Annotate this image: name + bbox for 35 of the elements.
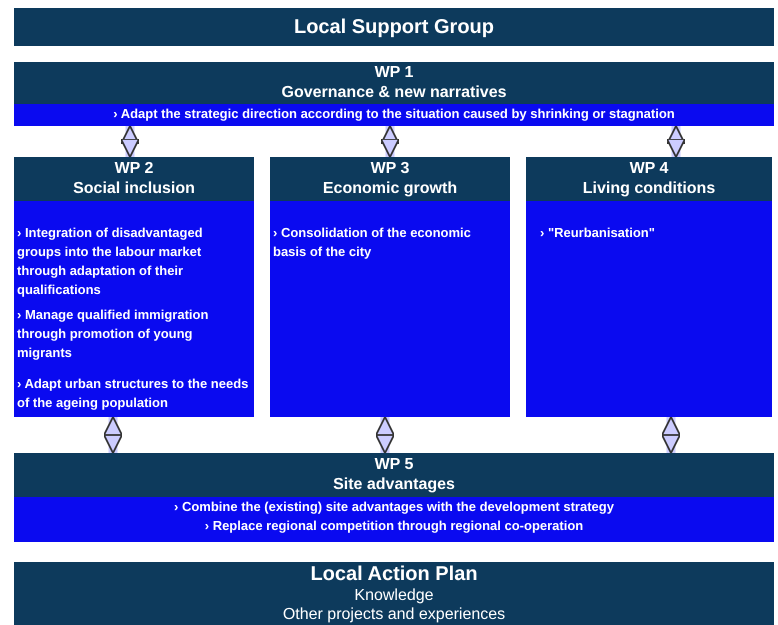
package-number: WP 5 <box>374 455 414 475</box>
work-package-band <box>14 453 774 542</box>
double-arrow <box>120 125 140 158</box>
package-number: WP 2 <box>114 159 154 179</box>
package-number: WP 1 <box>374 63 414 83</box>
box-text: Other projects and experiences <box>282 605 506 624</box>
double-arrow <box>666 125 686 158</box>
bullet-text: › Adapt the strategic direction according to the situation caused by shrinking or stagnation <box>112 105 676 123</box>
banner-box <box>14 8 774 46</box>
package-number: WP 4 <box>630 159 668 179</box>
box-text: Knowledge <box>354 586 434 605</box>
bullet-text: › Manage qualified immigration through promotion of young migrants <box>17 306 210 362</box>
bullet-text: › Replace regional competition through regional co-operation <box>204 517 584 535</box>
package-title: Living conditions <box>582 179 716 199</box>
box-title: Local Support Group <box>294 15 494 39</box>
work-package-band <box>14 62 774 126</box>
double-arrow <box>103 416 123 454</box>
package-title: Governance & new narratives <box>282 83 506 103</box>
bullet-text: › Consolidation of the economic basis of the city <box>273 224 472 261</box>
bullet-text: › "Reurbanisation" <box>540 224 656 242</box>
work-package-panel <box>526 157 772 417</box>
bullet-text: › Integration of disadvantaged groups into the labour market through adaptation of their qualifications <box>17 224 204 299</box>
box-title: Local Action Plan <box>310 562 478 586</box>
double-arrow <box>375 416 395 454</box>
double-arrow <box>380 125 400 158</box>
banner-box <box>14 562 774 625</box>
package-title: Site advantages <box>333 475 455 495</box>
bullet-text: › Combine the (existing) site advantages with the development strategy <box>173 498 615 516</box>
bullet-text: › Adapt urban structures to the needs of the ageing population <box>17 375 250 412</box>
package-number: WP 3 <box>370 159 410 179</box>
work-package-panel <box>270 157 510 417</box>
work-package-panel <box>14 157 254 417</box>
package-title: Social inclusion <box>73 179 195 199</box>
package-title: Economic growth <box>322 179 458 199</box>
double-arrow <box>661 416 681 454</box>
